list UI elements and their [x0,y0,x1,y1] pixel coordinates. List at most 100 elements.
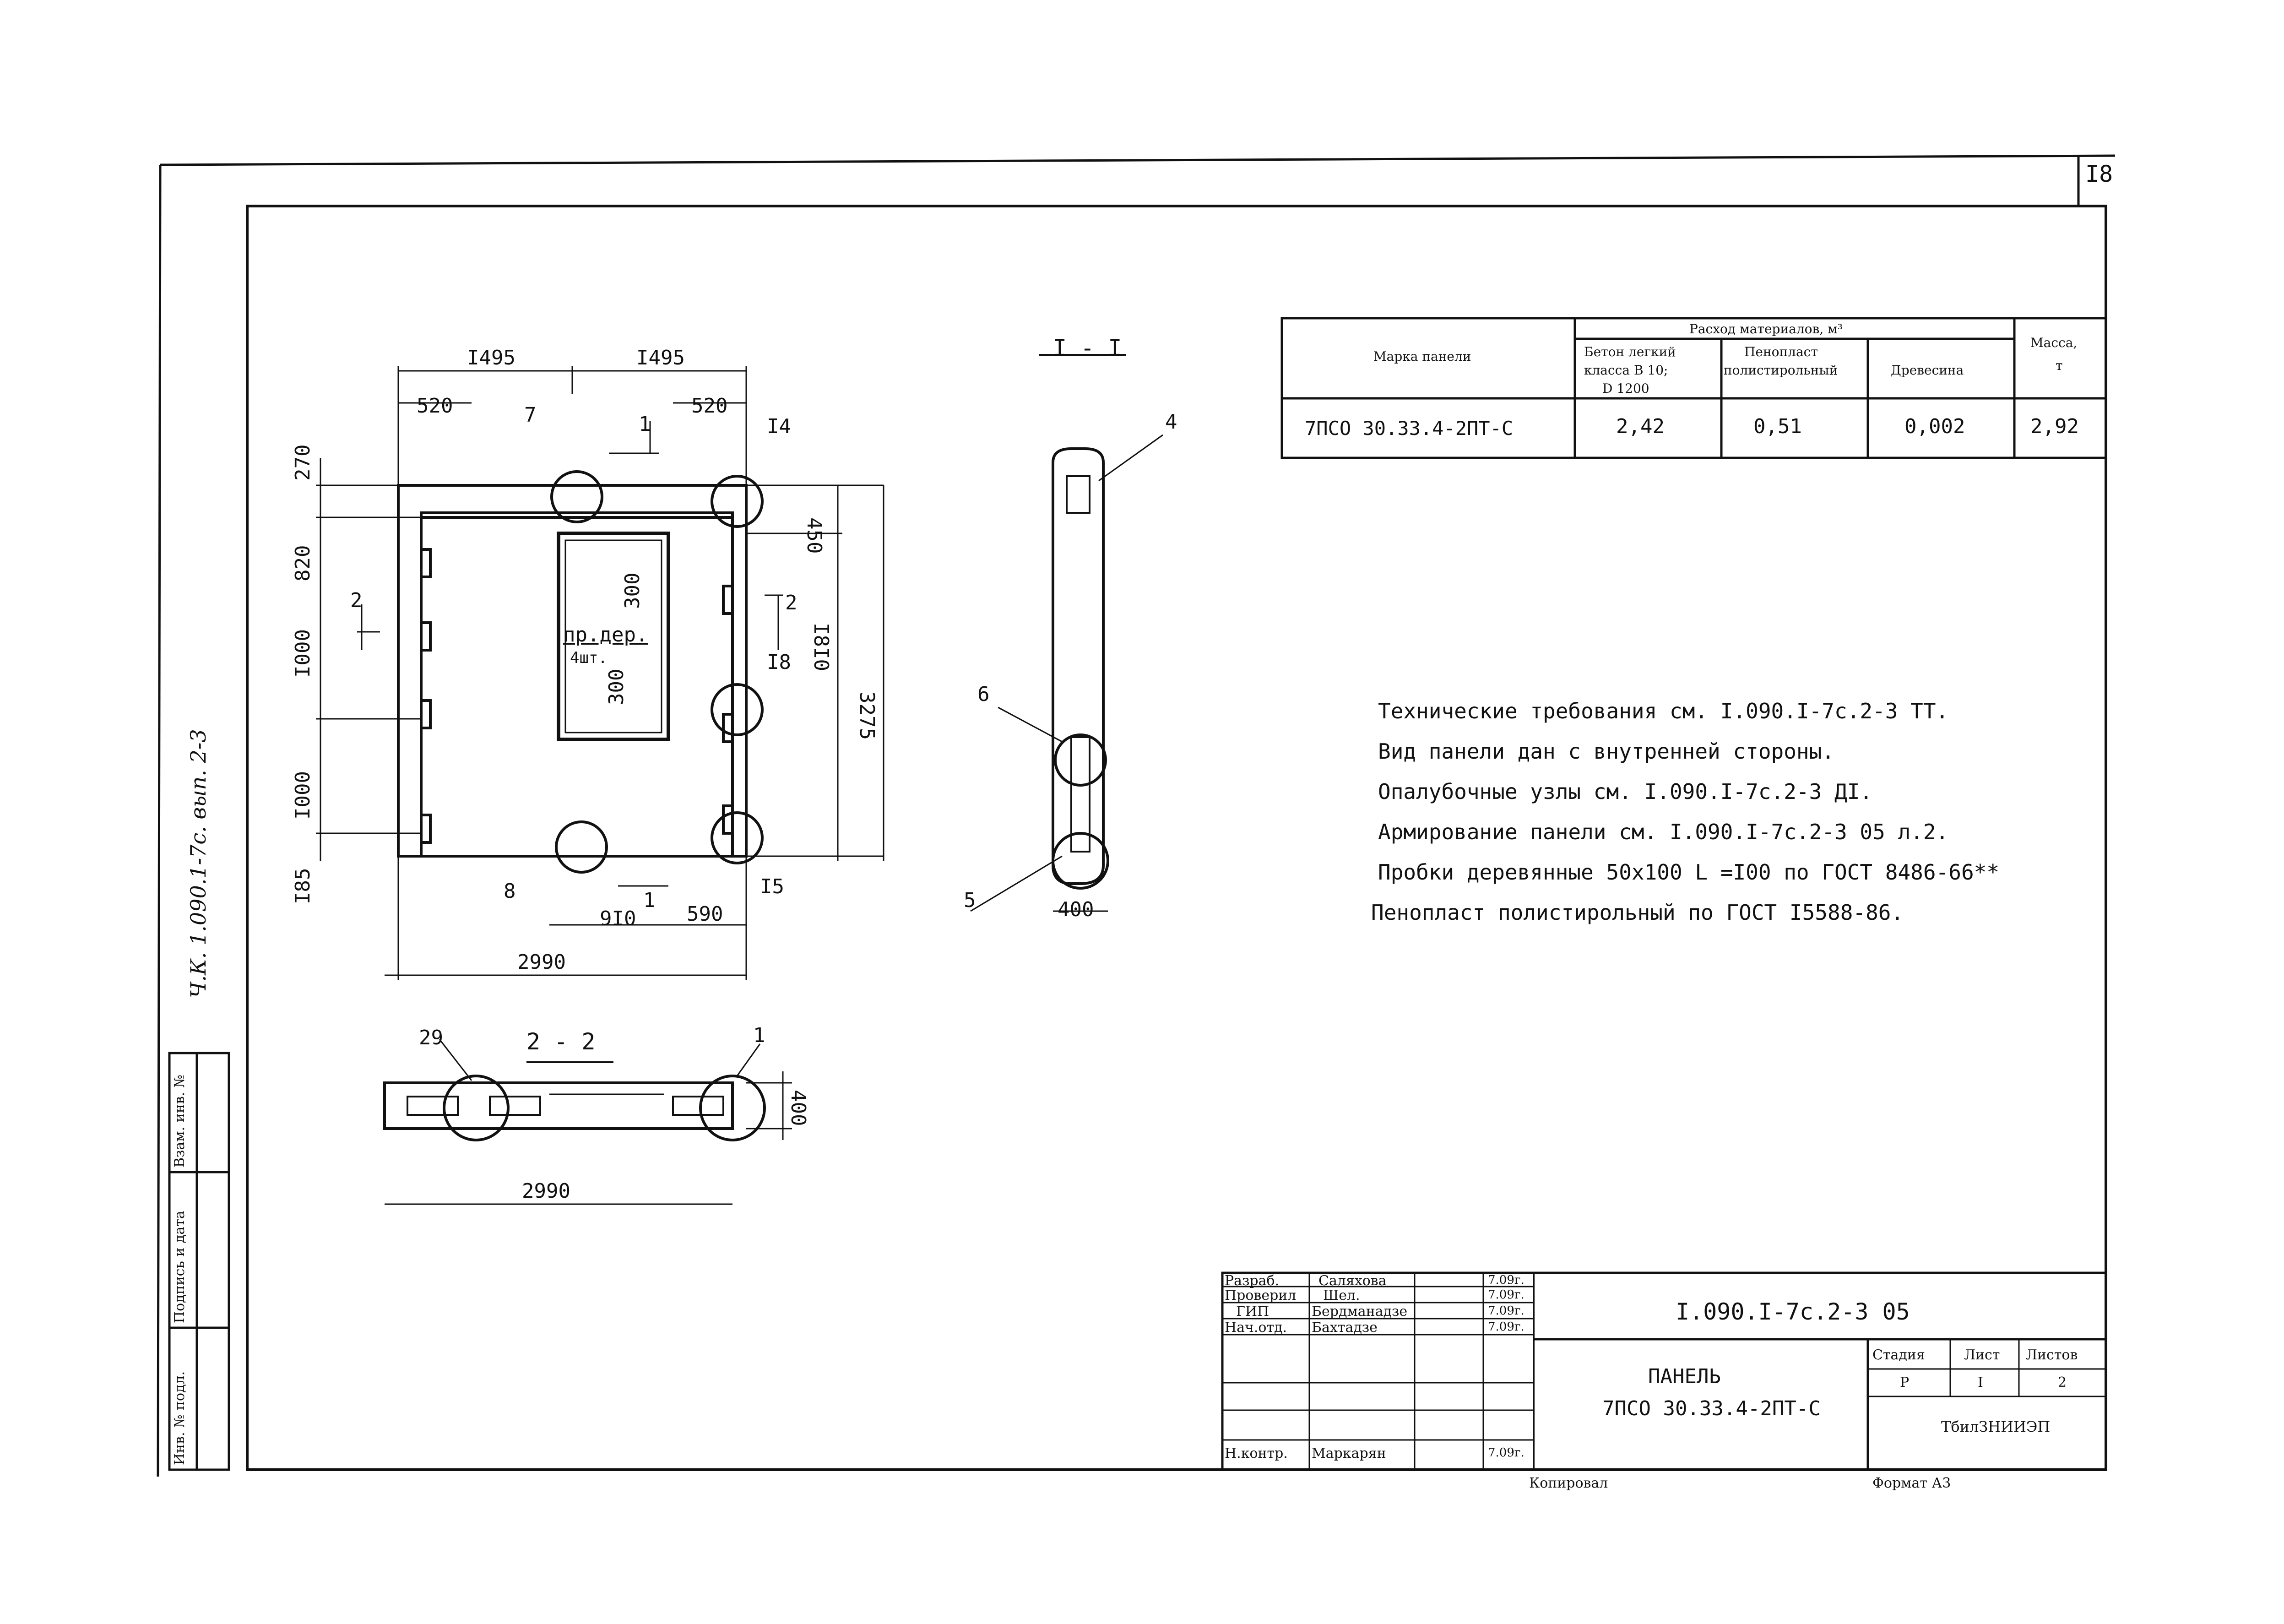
left-stamp-box [168,1052,230,1471]
table-header-mass-2: т [2056,358,2063,373]
table-cell-mark: 7ПСО 30.33.4-2ПТ-С [1305,417,1514,440]
tb-sheets-label: Листов [2026,1347,2078,1363]
tb-role: ГИП [1236,1304,1269,1320]
callout-14: I4 [767,415,791,438]
stamp-inv-no: Инв. № подл. [172,1371,188,1465]
dim-top2-right: 520 [691,394,728,418]
opening-label-1: пр.дер. [563,623,648,646]
tb-stage: Р [1900,1374,1910,1390]
section-2-2-title: 2 - 2 [526,1028,596,1055]
section-mark-2-left: 2 [350,589,363,612]
note-line: Пробки деревянные 50х100 L =I00 по ГОСТ … [1378,860,2000,885]
plan-dimension-lines [316,366,884,980]
dim-left-270: 270 [291,444,315,481]
table-cell-foam: 0,51 [1753,415,1802,438]
technical-notes: Технические требования см. I.090.I-7с.2-… [1371,699,2000,923]
section-mark-1-top: 1 [639,413,651,436]
dim-bottom-590: 590 [687,902,723,926]
dim-left-820: 820 [291,545,315,581]
title-block-grid [1221,1271,2107,1471]
section-mark-1-bottom: 1 [643,889,656,912]
note-line: Опалубочные узлы см. I.090.I-7с.2-3 ДI. [1378,779,1873,804]
tb-product-mark: 7ПСО 30.33.4-2ПТ-С [1602,1397,1821,1420]
dim-left-1000a: I000 [291,629,315,678]
note-line: Пенопласт полистирольный по ГОСТ I5588-8… [1371,900,1904,925]
tb-sheet: I [1978,1374,1983,1390]
margin-doc-code: Ч.К. 1.090.1-7с. вып. 2-3 [186,729,211,998]
section-2-2-callout-29: 29 [419,1026,443,1049]
tb-sheets: 2 [2058,1374,2067,1390]
dim-top2-left: 520 [417,394,453,418]
tb-name: Бердманадзе [1312,1304,1408,1320]
dim-bottom-2990: 2990 [517,951,566,974]
tb-date: 7.09г. [1488,1273,1524,1287]
tb-date: 7.09г. [1488,1304,1524,1318]
dim-bottom-910: 9I0 [600,907,636,930]
tb-doc-code: I.090.I-7с.2-3 05 [1676,1298,1910,1325]
section-2-2-dim-height: 400 [787,1090,810,1126]
stamp-replace-inv: Взам. инв. № [172,1074,188,1168]
tb-name: Бахтадзе [1312,1320,1378,1336]
materials-table-grid [1280,317,2107,459]
table-header-mass-1: Масса, [2030,335,2078,350]
dim-left-1000b: I000 [291,771,315,820]
opening-dim-300a: 300 [621,572,644,609]
section-1-1-callout-6: 6 [977,683,990,706]
section-1-1-dim-400: 400 [1058,898,1094,921]
tb-organization: ТбилЗНИИЭП [1941,1418,2051,1435]
table-header-consumption: Расход материалов, м³ [1689,321,1843,337]
footer-format: Формат А3 [1872,1475,1951,1491]
footer-copied: Копировал [1529,1475,1608,1491]
table-header-concrete-2: класса В 10; [1584,363,1668,378]
callout-8: 8 [504,880,516,903]
table-header-concrete-1: Бетон легкий [1584,344,1676,359]
tb-role: Н.контр. [1225,1445,1288,1461]
section-2-2-dim-width: 2990 [522,1179,570,1203]
section-1-1-callout-4: 4 [1165,410,1177,434]
tb-role: Разраб. [1225,1273,1280,1289]
note-line: Армирование панели см. I.090.I-7с.2-3 05… [1378,820,1949,844]
table-header-concrete-3: D 1200 [1602,381,1649,396]
tb-name: Саляхова [1318,1273,1387,1289]
dim-top-left: I495 [467,346,515,369]
inner-frame [246,205,2107,1471]
tb-name: Маркарян [1312,1445,1386,1461]
table-header-foam-2: полистирольный [1724,363,1838,378]
opening-label-2: 4шт. [570,649,608,667]
section-1-1-profile [970,354,1163,912]
dim-right-3275: 3275 [855,691,879,740]
outer-frame-left [157,164,162,1477]
callout-15: I5 [760,875,784,898]
table-cell-mass: 2,92 [2030,415,2079,438]
tb-sheet-label: Лист [1964,1347,2000,1363]
section-1-1-callout-5: 5 [964,889,976,912]
note-line: Вид панели дан с внутренней стороны. [1378,739,1834,764]
tb-role: Проверил [1225,1287,1297,1304]
stamp-sign-date: Подпись и дата [172,1211,188,1323]
dim-right-1810: I8I0 [809,623,833,671]
note-line: Технические требования см. I.090.I-7с.2-… [1378,699,1949,723]
section-mark-2-right: 2 [785,591,798,614]
tb-date: 7.09г. [1488,1320,1524,1334]
sheet-number: I8 [2085,161,2113,187]
callout-18: I8 [767,651,791,674]
callout-7: 7 [524,403,537,427]
section-2-2-profile [383,1039,792,1205]
section-1-1-title: I - I [1053,335,1122,361]
table-cell-concrete: 2,42 [1616,415,1665,438]
dim-top-right: I495 [636,346,685,369]
table-header-mark: Марка панели [1373,349,1471,364]
dim-left-185: I85 [291,868,315,904]
tb-name: Шел. [1323,1287,1360,1304]
tb-role: Нач.отд. [1225,1320,1287,1336]
section-2-2-callout-1: 1 [753,1024,765,1047]
panel-plan [397,470,764,874]
tb-stage-label: Стадия [1872,1347,1925,1363]
tb-product-title: ПАНЕЛЬ [1648,1365,1721,1388]
tb-date: 7.09г. [1488,1288,1524,1302]
outer-frame [160,154,2116,166]
table-cell-wood: 0,002 [1904,415,1965,438]
opening-dim-300b: 300 [605,668,628,705]
table-header-foam-1: Пенопласт [1744,344,1818,359]
